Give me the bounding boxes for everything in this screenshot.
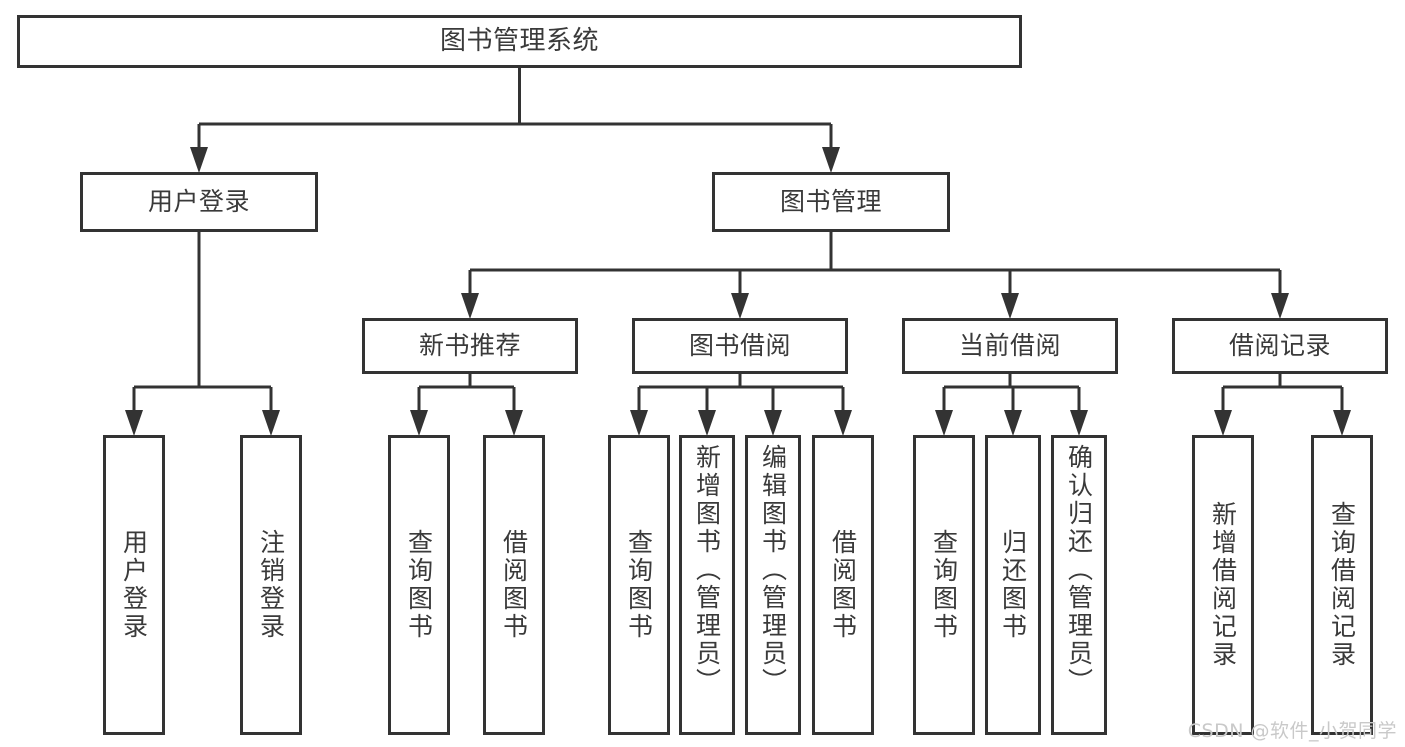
node-bookmgmt[interactable]: 图书管理 [712,172,950,232]
node-label: 图书管理系统 [439,26,599,57]
node-label: 用户登录 [147,187,250,217]
node-l_q2[interactable]: 查询图书 [608,435,670,735]
node-label: 图书管理 [779,187,882,217]
node-l_q1[interactable]: 查询图书 [388,435,450,735]
node-root[interactable]: 图书管理系统 [17,15,1022,68]
node-l_edit[interactable]: 编辑图书（管理员） [745,435,801,735]
node-l_ret[interactable]: 归还图书 [985,435,1041,735]
node-label: 新增图书（管理员） [692,444,722,696]
node-l_qrec[interactable]: 查询借阅记录 [1311,435,1373,735]
node-l_login[interactable]: 用户登录 [103,435,165,735]
node-login[interactable]: 用户登录 [80,172,318,232]
node-label: 查询图书 [404,529,434,641]
node-label: 图书借阅 [688,331,791,361]
node-label: 新书推荐 [418,331,521,361]
node-label: 确认归还（管理员） [1064,444,1094,696]
node-label: 新增借阅记录 [1208,501,1238,669]
node-label: 用户登录 [119,529,149,641]
node-label: 当前借阅 [958,331,1061,361]
node-newbook[interactable]: 新书推荐 [362,318,578,374]
node-l_b2[interactable]: 借阅图书 [812,435,874,735]
node-l_logout[interactable]: 注销登录 [240,435,302,735]
node-label: 借阅记录 [1228,331,1331,361]
node-label: 借阅图书 [499,529,529,641]
node-label: 借阅图书 [828,529,858,641]
node-l_addrec[interactable]: 新增借阅记录 [1192,435,1254,735]
node-l_b1[interactable]: 借阅图书 [483,435,545,735]
node-current[interactable]: 当前借阅 [902,318,1118,374]
node-l_q3[interactable]: 查询图书 [913,435,975,735]
node-l_add[interactable]: 新增图书（管理员） [679,435,735,735]
node-label: 查询图书 [929,529,959,641]
node-label: 归还图书 [998,529,1028,641]
node-l_conf[interactable]: 确认归还（管理员） [1051,435,1107,735]
node-records[interactable]: 借阅记录 [1172,318,1388,374]
node-borrow[interactable]: 图书借阅 [632,318,848,374]
node-label: 编辑图书（管理员） [758,444,788,696]
node-label: 查询图书 [624,529,654,641]
node-label: 查询借阅记录 [1327,501,1357,669]
node-label: 注销登录 [256,529,286,641]
watermark: CSDN @软件_小贺同学 [1187,720,1397,742]
